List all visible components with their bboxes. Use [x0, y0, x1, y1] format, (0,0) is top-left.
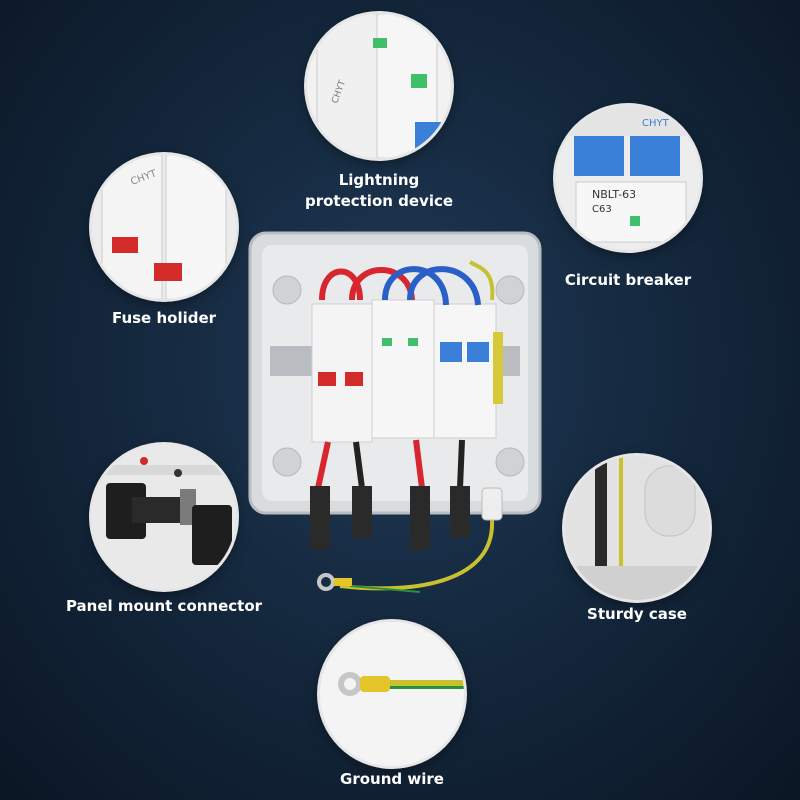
label-lightning-line1: Lightning — [338, 171, 420, 189]
case-illustration — [565, 456, 709, 600]
label-lightning-protection: Lightning protection device — [300, 170, 458, 212]
label-panel-connector: Panel mount connector — [65, 597, 263, 615]
lightning-device-closeup: CHYT — [307, 14, 451, 158]
fuse-illustration: CHYT — [92, 155, 236, 299]
ground-wire-closeup — [320, 622, 464, 766]
label-sturdy-case: Sturdy case — [587, 605, 687, 623]
fuse-holder-closeup: CHYT — [92, 155, 236, 299]
circuit-breaker-closeup: NBLT-63 C63 CHYT — [556, 106, 700, 250]
spd-illustration: CHYT — [316, 14, 451, 158]
label-lightning-line2: protection device — [304, 192, 454, 210]
breaker-brand-text: CHYT — [642, 118, 670, 129]
panel-connector-closeup — [92, 445, 236, 589]
sturdy-case-closeup — [565, 456, 709, 600]
ground-wire-illustration — [320, 622, 464, 766]
label-fuse-holder: Fuse holider — [111, 309, 217, 327]
label-ground-wire: Ground wire — [340, 770, 444, 788]
connector-illustration — [92, 445, 236, 589]
label-circuit-breaker: Circuit breaker — [564, 271, 692, 289]
breaker-model-text: NBLT-63 — [592, 188, 636, 201]
breaker-illustration: NBLT-63 C63 CHYT — [556, 106, 700, 250]
breaker-rating-text: C63 — [592, 204, 612, 215]
